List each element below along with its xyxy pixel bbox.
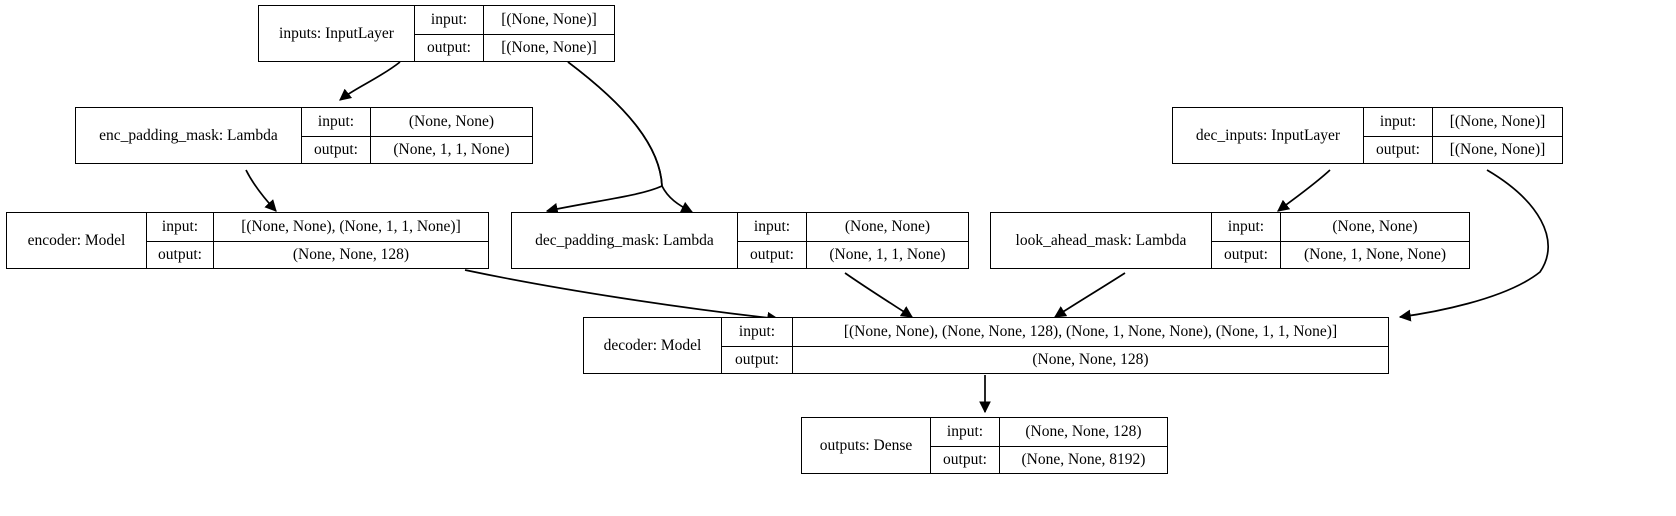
node-dec-padding-mask-output-label: output: <box>750 245 794 263</box>
node-dec-inputs-output-row: output: [(None, None)] <box>1364 135 1562 163</box>
node-decoder-output-value: (None, None, 128) <box>792 346 1388 373</box>
edge-inputs-to-encoder <box>545 61 663 215</box>
node-dec-inputs-output-label: output: <box>1376 140 1420 158</box>
node-look-ahead-mask-input-value: (None, None) <box>1280 213 1469 241</box>
node-decoder-input-label: input: <box>738 322 776 340</box>
node-decoder-io: input: [(None, None), (None, None, 128),… <box>721 318 1388 373</box>
node-enc-padding-mask-io: input: (None, None) output: (None, 1, 1,… <box>301 108 532 163</box>
edge-dec-padding-mask-to-decoder <box>844 272 913 318</box>
node-encoder-title: encoder: Model <box>27 231 126 249</box>
node-dec-padding-mask-title: dec_padding_mask: Lambda <box>535 231 714 249</box>
node-dec-inputs-output-value: [(None, None)] <box>1432 136 1562 163</box>
node-inputs-title: inputs: InputLayer <box>279 24 394 42</box>
node-inputs-output-row: output: [(None, None)] <box>415 33 614 61</box>
node-inputs-output-value: [(None, None)] <box>483 34 614 61</box>
node-look-ahead-mask-input-label: input: <box>1227 217 1265 235</box>
node-enc-padding-mask-input-label: input: <box>317 112 355 130</box>
node-encoder-input-value: [(None, None), (None, 1, 1, None)] <box>213 213 488 241</box>
node-enc-padding-mask[interactable]: enc_padding_mask: Lambda input: (None, N… <box>75 107 533 164</box>
node-outputs[interactable]: outputs: Dense input: (None, None, 128) … <box>801 417 1168 474</box>
node-dec-inputs-title: dec_inputs: InputLayer <box>1195 126 1341 144</box>
node-inputs-input-row: input: [(None, None)] <box>415 6 614 34</box>
node-enc-padding-mask-output-value: (None, 1, 1, None) <box>370 136 532 163</box>
node-look-ahead-mask-output-value: (None, 1, None, None) <box>1280 241 1469 268</box>
edge-encoder-to-decoder <box>464 269 780 324</box>
node-dec-padding-mask-output-row: output: (None, 1, 1, None) <box>738 240 968 268</box>
node-encoder-output-row: output: (None, None, 128) <box>147 240 488 268</box>
node-outputs-output-value: (None, None, 8192) <box>999 446 1167 473</box>
node-dec-padding-mask-output-value: (None, 1, 1, None) <box>806 241 968 268</box>
node-inputs-input-label: input: <box>430 10 468 28</box>
node-encoder-io: input: [(None, None), (None, 1, 1, None)… <box>146 213 488 268</box>
node-enc-padding-mask-output-label: output: <box>314 140 358 158</box>
node-decoder[interactable]: decoder: Model input: [(None, None), (No… <box>583 317 1389 374</box>
node-encoder[interactable]: encoder: Model input: [(None, None), (No… <box>6 212 489 269</box>
node-dec-inputs-input-row: input: [(None, None)] <box>1364 108 1562 136</box>
node-decoder-output-row: output: (None, None, 128) <box>722 345 1388 373</box>
node-encoder-output-label: output: <box>158 245 202 263</box>
node-outputs-io: input: (None, None, 128) output: (None, … <box>930 418 1167 473</box>
node-look-ahead-mask-output-label: output: <box>1224 245 1268 263</box>
node-outputs-input-row: input: (None, None, 128) <box>931 418 1167 446</box>
edge-look-ahead-mask-to-decoder <box>1054 272 1126 318</box>
node-look-ahead-mask-title: look_ahead_mask: Lambda <box>1015 231 1187 249</box>
node-look-ahead-mask-io: input: (None, None) output: (None, 1, No… <box>1211 213 1469 268</box>
node-dec-inputs[interactable]: dec_inputs: InputLayer input: [(None, No… <box>1172 107 1563 164</box>
node-dec-inputs-io: input: [(None, None)] output: [(None, No… <box>1363 108 1562 163</box>
node-dec-padding-mask-input-value: (None, None) <box>806 213 968 241</box>
node-inputs-output-label: output: <box>427 38 471 56</box>
node-outputs-title: outputs: Dense <box>819 436 913 454</box>
node-encoder-output-value: (None, None, 128) <box>213 241 488 268</box>
node-outputs-output-label: output: <box>943 450 987 468</box>
edge-inputs-to-dec-padding-mask <box>567 61 694 213</box>
edge-inputs-to-enc-padding-mask <box>339 61 401 101</box>
edge-enc-padding-mask-to-encoder <box>245 169 277 212</box>
node-decoder-title: decoder: Model <box>603 336 702 354</box>
node-enc-padding-mask-title: enc_padding_mask: Lambda <box>99 126 278 144</box>
node-inputs[interactable]: inputs: InputLayer input: [(None, None)]… <box>258 5 615 62</box>
node-look-ahead-mask-output-row: output: (None, 1, None, None) <box>1212 240 1469 268</box>
node-encoder-input-label: input: <box>161 217 199 235</box>
node-dec-padding-mask-io: input: (None, None) output: (None, 1, 1,… <box>737 213 968 268</box>
node-decoder-output-label: output: <box>735 350 779 368</box>
node-enc-padding-mask-input-value: (None, None) <box>370 108 532 136</box>
node-decoder-input-row: input: [(None, None), (None, None, 128),… <box>722 318 1388 346</box>
node-dec-inputs-input-value: [(None, None)] <box>1432 108 1562 136</box>
node-inputs-io: input: [(None, None)] output: [(None, No… <box>414 6 614 61</box>
node-outputs-input-label: input: <box>946 422 984 440</box>
node-dec-padding-mask-input-label: input: <box>753 217 791 235</box>
node-outputs-input-value: (None, None, 128) <box>999 418 1167 446</box>
edge-dec-inputs-to-look-ahead-mask <box>1277 169 1331 212</box>
node-dec-padding-mask[interactable]: dec_padding_mask: Lambda input: (None, N… <box>511 212 969 269</box>
node-outputs-output-row: output: (None, None, 8192) <box>931 445 1167 473</box>
node-enc-padding-mask-input-row: input: (None, None) <box>302 108 532 136</box>
node-inputs-input-value: [(None, None)] <box>483 6 614 34</box>
node-dec-inputs-input-label: input: <box>1379 112 1417 130</box>
node-decoder-input-value: [(None, None), (None, None, 128), (None,… <box>792 318 1388 346</box>
node-look-ahead-mask-input-row: input: (None, None) <box>1212 213 1469 241</box>
node-encoder-input-row: input: [(None, None), (None, 1, 1, None)… <box>147 213 488 241</box>
node-dec-padding-mask-input-row: input: (None, None) <box>738 213 968 241</box>
node-enc-padding-mask-output-row: output: (None, 1, 1, None) <box>302 135 532 163</box>
node-look-ahead-mask[interactable]: look_ahead_mask: Lambda input: (None, No… <box>990 212 1470 269</box>
